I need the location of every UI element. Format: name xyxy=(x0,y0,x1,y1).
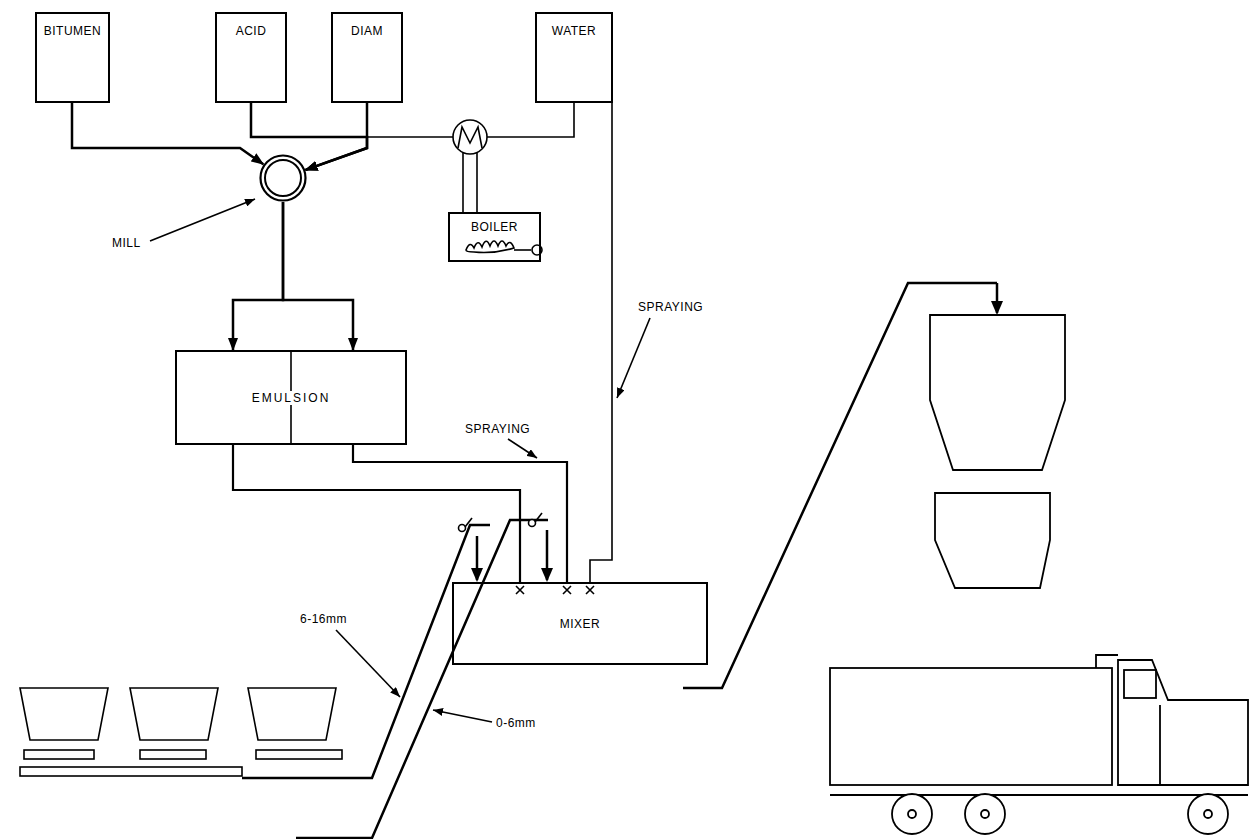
wheel-hub xyxy=(1204,810,1212,818)
gate-flap xyxy=(465,518,472,527)
leader-line xyxy=(336,630,400,697)
feeder-belt xyxy=(140,750,206,759)
conveyor-fine xyxy=(296,520,548,838)
box-label: WATER xyxy=(552,24,597,38)
discharge-conveyor xyxy=(683,283,997,688)
connector-group xyxy=(72,103,612,582)
storage-tank: DIAM xyxy=(331,12,403,103)
flow-line xyxy=(306,103,367,170)
wheel-hub xyxy=(981,810,989,818)
leader-line xyxy=(150,199,255,241)
mill-circle: MILL xyxy=(259,154,307,202)
storage-tank: ACID xyxy=(215,12,287,103)
box-label: BITUMEN xyxy=(44,24,102,38)
feed-arrow xyxy=(476,536,479,580)
flow-line xyxy=(72,103,263,164)
weigh-bin xyxy=(935,493,1050,588)
gate-valve xyxy=(459,525,466,532)
truck-body xyxy=(830,668,1112,785)
feeder-belt xyxy=(256,750,342,759)
aggregate-hopper xyxy=(248,688,336,740)
box-label: DIAM xyxy=(351,24,383,38)
boiler-flame xyxy=(466,241,514,253)
spray-nozzle xyxy=(516,586,524,594)
gate-flap xyxy=(535,513,542,522)
box-label: BOILER xyxy=(471,220,518,234)
truck-door xyxy=(1159,705,1161,785)
flow-line xyxy=(353,445,567,582)
boiler-box: BOILER xyxy=(448,212,541,262)
feed-arrow xyxy=(546,530,549,580)
wheel-hub xyxy=(908,810,916,818)
burner-pipe xyxy=(514,249,531,251)
leader-line xyxy=(508,439,537,458)
flow-line xyxy=(306,103,574,170)
aggregate-hopper xyxy=(20,688,108,740)
mill-outline xyxy=(259,154,307,202)
truck-wheel xyxy=(1188,794,1228,834)
spray-nozzle xyxy=(586,586,594,594)
storage-tank: WATER xyxy=(535,12,613,103)
flow-line xyxy=(233,202,283,350)
truck-chassis xyxy=(830,794,1248,796)
feeder-belt xyxy=(24,750,94,759)
gate-valve xyxy=(529,520,536,527)
mill-ring xyxy=(261,156,306,201)
mill-rotor xyxy=(265,160,301,196)
box-label: ACID xyxy=(236,24,267,38)
size-label: 6-16mm xyxy=(300,612,347,626)
box-label: EMULSION xyxy=(249,391,334,405)
leader-line xyxy=(617,318,650,398)
flow-line xyxy=(283,202,353,350)
truck-cab xyxy=(1118,660,1248,785)
truck-lip xyxy=(1096,655,1118,668)
exchanger-coil xyxy=(458,127,482,148)
leader-line xyxy=(433,710,492,722)
truck-wheel xyxy=(892,794,932,834)
mixer-box: MIXER xyxy=(452,582,708,665)
part-label: MILL xyxy=(112,236,141,250)
heat-exchanger xyxy=(453,120,487,154)
emulsion-tank: EMULSION xyxy=(175,350,407,445)
truck-window xyxy=(1124,670,1156,698)
size-label: 0-6mm xyxy=(496,716,536,730)
flow-line xyxy=(233,445,520,582)
spray-nozzle xyxy=(563,586,571,594)
flow-line xyxy=(590,103,612,582)
collector-belt xyxy=(20,767,242,776)
callout-label: SPRAYING xyxy=(465,422,530,436)
boiler-pipe xyxy=(476,153,478,212)
callout-label: SPRAYING xyxy=(638,300,703,314)
truck-wheel xyxy=(965,794,1005,834)
storage-silo xyxy=(930,315,1065,470)
feed-arrow xyxy=(996,283,999,313)
boiler-pipe xyxy=(462,153,464,212)
storage-tank: BITUMEN xyxy=(35,12,111,103)
aggregate-hopper xyxy=(130,688,218,740)
box-label: MIXER xyxy=(560,617,601,631)
